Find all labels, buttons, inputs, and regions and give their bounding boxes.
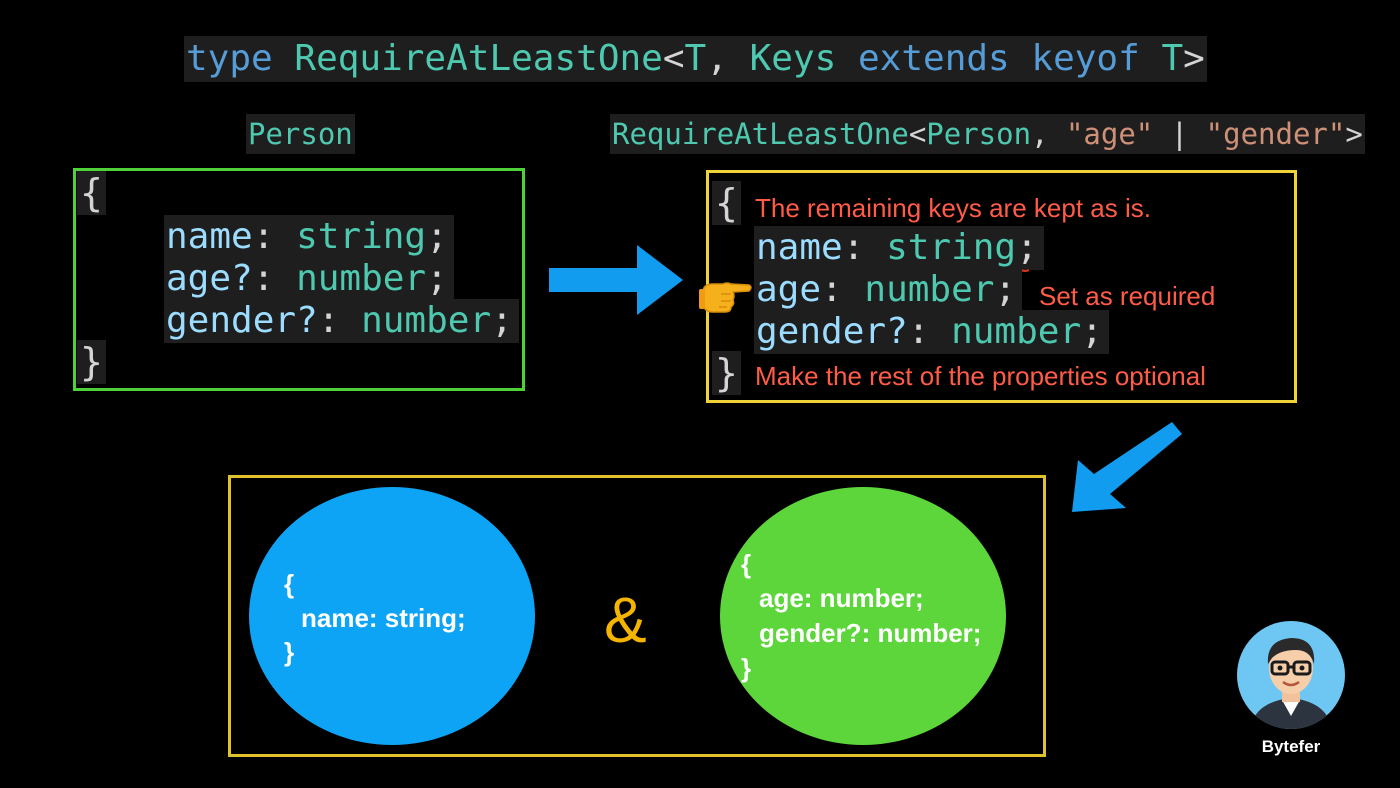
required-part-circle [249,487,535,745]
keyword-type: type [186,38,273,79]
person-field-name: name: string; [164,215,454,259]
comma: , [706,38,728,79]
type-param-t-ref: T [1161,38,1184,79]
field-end: ; [1016,227,1038,268]
label-pipe: | [1153,117,1206,151]
intersection-operator: & [604,584,647,656]
person-field-age: age?: number; [164,257,454,301]
person-label: Person [246,114,355,154]
person-close-brace: } [77,340,106,384]
person-open-brace: { [77,171,106,215]
label-type-name: RequireAtLeastOne [612,117,909,151]
green-circle-close: } [741,653,752,683]
field-key: age? [166,258,253,299]
green-circle-open: { [741,549,752,579]
partial-part-circle [720,487,1006,745]
person-field-gender: gender?: number; [164,299,519,343]
type-signature-title: type RequireAtLeastOne<T, Keys extends k… [184,36,1207,82]
field-sep: : [252,216,297,257]
field-type: string [296,216,427,257]
field-sep: : [821,269,865,310]
field-key: name [166,216,253,257]
blue-circle-close: } [284,637,295,667]
note-set-as-required: Set as required [1039,281,1216,311]
avatar [1237,621,1345,729]
field-key: gender? [756,311,908,352]
lt-bracket: < [662,38,685,79]
right-arrow-icon [549,245,683,315]
type-param-keys: Keys [749,38,837,79]
field-end: ; [994,269,1017,310]
type-name: RequireAtLeastOne [294,38,663,79]
label-comma: , [1031,117,1066,151]
field-key: name [756,227,843,268]
result-open-brace: { [712,181,741,225]
blue-circle-open: { [284,569,295,599]
result-field-age: age: number; [754,268,1023,312]
person-type-box [73,168,525,391]
label-literal-age: "age" [1065,117,1154,151]
field-sep: : [842,227,887,268]
note-rest-optional: Make the rest of the properties optional [755,361,1206,391]
down-left-arrow-icon [1072,422,1182,512]
label-gt: > [1345,117,1363,151]
field-end: ; [426,258,448,299]
result-type-label: RequireAtLeastOne<Person, "age" | "gende… [610,114,1365,154]
intersection-box [228,475,1046,757]
label-arg: Person [926,117,1032,151]
label-lt: < [908,117,927,151]
field-sep: : [317,300,362,341]
result-field-name: name: string; [754,226,1044,270]
field-key: age [756,269,822,310]
gt-bracket: > [1183,38,1205,79]
field-end: ; [491,300,513,341]
pointing-hand-icon [699,282,752,313]
field-key: gender? [166,300,318,341]
result-field-gender: gender?: number; [754,310,1109,354]
brand-name: Bytefer [1261,737,1321,756]
keyword-keyof: keyof [1031,38,1140,79]
keyword-extends: extends [858,38,1010,79]
field-type: number [361,300,492,341]
result-close-brace: } [712,351,741,395]
field-type: number [951,311,1082,352]
green-circle-field-age: age: number; [759,583,924,613]
field-type: number [864,269,995,310]
field-end: ; [1081,311,1103,352]
field-end: ; [426,216,448,257]
note-kept-as-is: The remaining keys are kept as is. [755,193,1151,223]
field-sep: : [252,258,297,299]
label-literal-gender: "gender" [1205,117,1346,151]
type-param-t: T [684,38,707,79]
field-sep: : [907,311,952,352]
green-circle-field-gender: gender?: number; [759,618,982,648]
blue-circle-field: name: string; [301,603,466,633]
field-type: number [296,258,427,299]
field-type: string [886,227,1017,268]
